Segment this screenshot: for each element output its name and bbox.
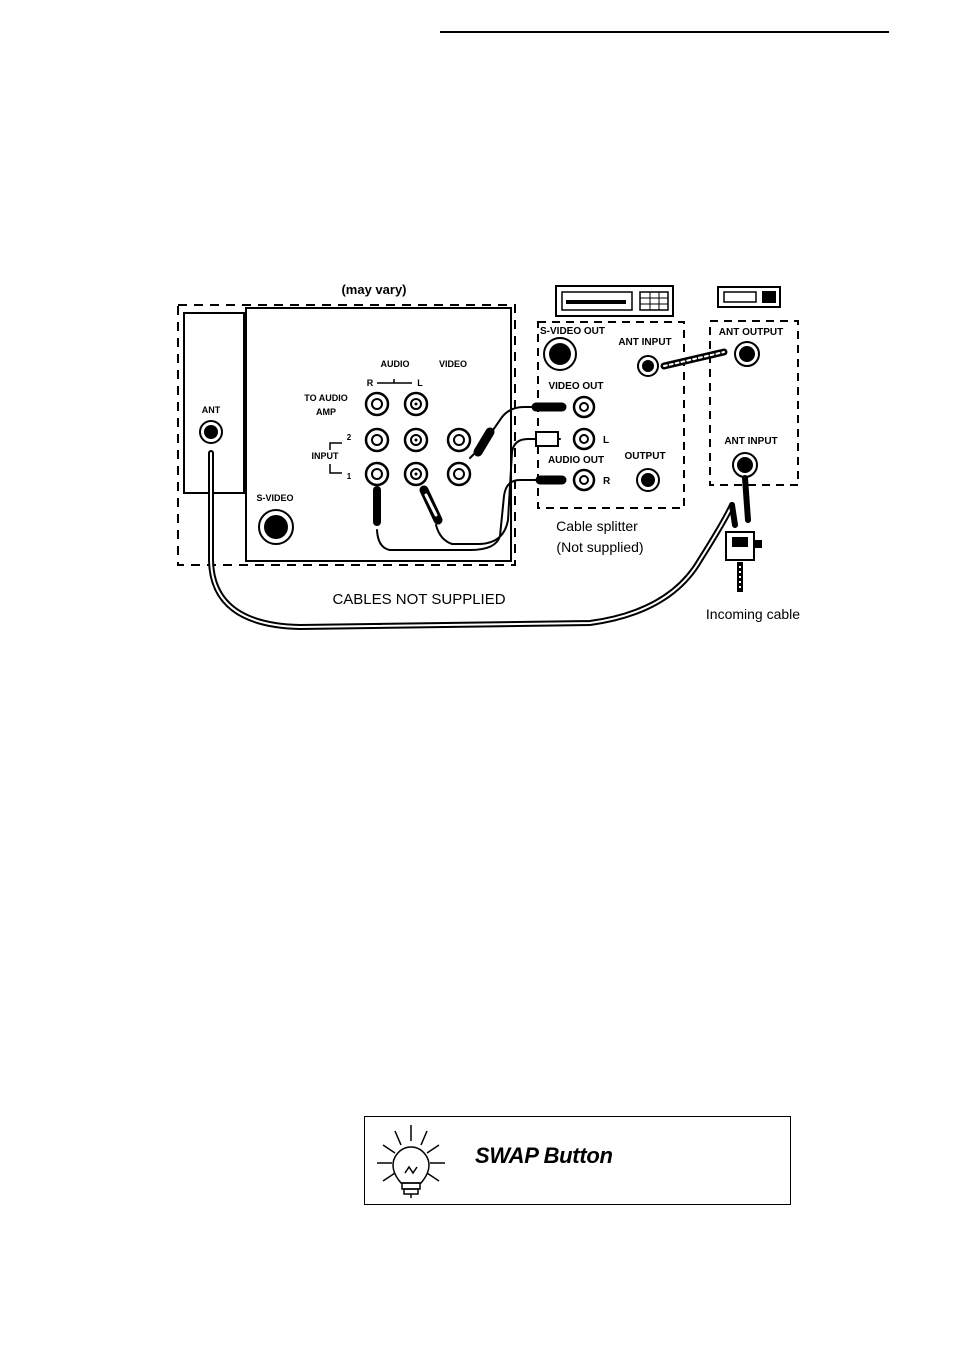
vcr-output-jack[interactable] [637, 469, 659, 491]
cable-box-ant-output-jack[interactable] [735, 342, 759, 366]
vcr-ant-input-jack[interactable] [638, 356, 658, 376]
vcr-ant-input-label: ANT INPUT [618, 337, 671, 348]
incoming-cable-label: Incoming cable [706, 606, 800, 622]
tv-audio-out-l-jack[interactable] [405, 393, 427, 415]
tv-input1-l-jack[interactable] [405, 463, 427, 485]
swap-button-tip-box: SWAP Button [364, 1116, 791, 1205]
tip-title: SWAP Button [475, 1143, 613, 1169]
vcr-illustration [556, 286, 673, 316]
tv-input1-r-jack[interactable] [366, 463, 388, 485]
s-video-label: S-VIDEO [256, 493, 293, 503]
input-1-label: 1 [347, 472, 352, 481]
vcr-output-label: OUTPUT [624, 451, 665, 462]
cable-splitter-icon [726, 532, 762, 592]
cables [211, 352, 748, 627]
cable-box-illustration [718, 287, 780, 307]
input-label: INPUT [312, 451, 340, 461]
audio-l-label: L [417, 378, 423, 388]
video-label: VIDEO [439, 359, 467, 369]
tv-input2-r-jack[interactable] [366, 429, 388, 451]
input-2-label: 2 [347, 433, 352, 442]
tv-audio-out-r-jack[interactable] [366, 393, 388, 415]
cable-box-panel [710, 321, 798, 485]
connection-diagram: (may vary) ANT S-VIDEO AUDIO VIDEO R L T… [0, 0, 954, 700]
cable-box-ant-output-label: ANT OUTPUT [719, 327, 783, 338]
cables-not-supplied-label: CABLES NOT SUPPLIED [332, 591, 505, 608]
may-vary-label: (may vary) [341, 282, 406, 297]
tv-input1-video-jack[interactable] [448, 463, 470, 485]
vcr-video-out-label: VIDEO OUT [548, 381, 603, 392]
lightbulb-icon [373, 1123, 453, 1201]
to-audio-amp-label-2: AMP [316, 407, 336, 417]
vcr-s-video-out-label: S-VIDEO OUT [540, 326, 605, 337]
audio-label: AUDIO [381, 359, 410, 369]
s-video-jack-core [264, 515, 288, 539]
cable-splitter-label: Cable splitter [556, 518, 638, 534]
cable-box-ant-input-label: ANT INPUT [724, 436, 777, 447]
vcr-audio-out-r-jack[interactable] [574, 470, 594, 490]
ant-jack-core [204, 425, 218, 439]
vcr-audio-out-label: AUDIO OUT [548, 455, 604, 466]
tv-input2-video-jack[interactable] [448, 429, 470, 451]
tv-input2-l-jack[interactable] [405, 429, 427, 451]
vcr-audio-r-label: R [603, 476, 611, 487]
audio-r-label: R [367, 378, 374, 388]
cable-box-ant-input-jack[interactable] [733, 453, 757, 477]
ant-label: ANT [202, 405, 221, 415]
vcr-audio-l-label: L [603, 435, 609, 446]
vcr-audio-out-l-jack[interactable] [574, 429, 594, 449]
to-audio-amp-label-1: TO AUDIO [304, 393, 348, 403]
not-supplied-label: (Not supplied) [556, 539, 643, 555]
vcr-video-out-jack[interactable] [574, 397, 594, 417]
